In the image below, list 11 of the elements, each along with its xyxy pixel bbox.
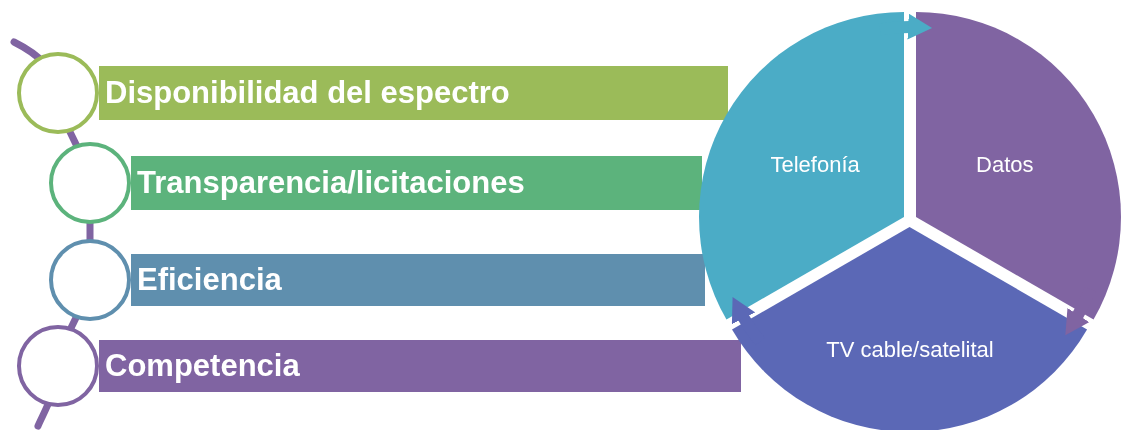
banner-label: Transparencia/licitaciones	[137, 165, 525, 201]
banner-bar	[131, 156, 702, 210]
banner-bar	[99, 340, 741, 392]
banner-label: Disponibilidad del espectro	[105, 75, 510, 111]
segment-label: TV cable/satelital	[825, 335, 995, 364]
segment-label: Datos	[975, 150, 1035, 179]
banner-label: Eficiencia	[137, 262, 282, 298]
segment-label: Telefonía	[769, 150, 861, 179]
banner-bar	[131, 254, 705, 306]
banner-label: Competencia	[105, 348, 300, 384]
banner-bar	[99, 66, 728, 120]
